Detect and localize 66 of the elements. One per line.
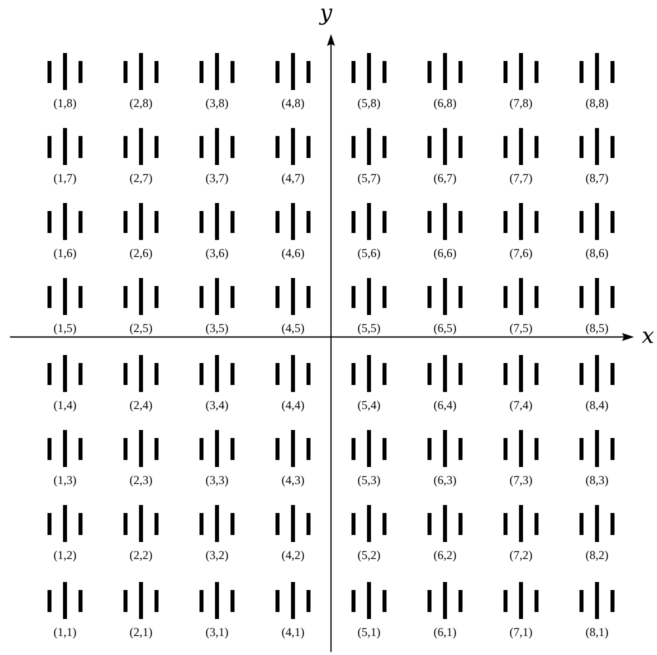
coordinate-label: (4,1): [282, 626, 304, 638]
coordinate-label: (4,7): [282, 172, 304, 184]
coordinate-label: (3,4): [206, 399, 228, 411]
coordinate-label: (8,1): [586, 626, 608, 638]
coordinate-label: (3,6): [206, 247, 228, 259]
coordinate-label: (6,6): [434, 247, 456, 259]
coordinate-label: (1,3): [54, 474, 76, 486]
y-axis-label: y: [320, 3, 332, 25]
coordinate-label: (3,8): [206, 97, 228, 109]
coordinate-label: (6,4): [434, 399, 456, 411]
coordinate-label: (2,8): [130, 97, 152, 109]
coordinate-label: (8,8): [586, 97, 608, 109]
coordinate-label: (1,5): [54, 322, 76, 334]
coordinate-label: (2,2): [130, 549, 152, 561]
coordinate-label: (1,8): [54, 97, 76, 109]
coordinate-label: (4,6): [282, 247, 304, 259]
coordinate-label: (6,2): [434, 549, 456, 561]
coordinate-label: (6,8): [434, 97, 456, 109]
coordinate-label: (3,7): [206, 172, 228, 184]
coordinate-label: (4,4): [282, 399, 304, 411]
coordinate-label: (2,7): [130, 172, 152, 184]
coordinate-label: (1,7): [54, 172, 76, 184]
coordinate-label: (4,3): [282, 474, 304, 486]
coordinate-label: (3,5): [206, 322, 228, 334]
coordinate-label: (8,3): [586, 474, 608, 486]
coordinate-label: (2,4): [130, 399, 152, 411]
coordinate-label: (7,2): [510, 549, 532, 561]
coordinate-label: (7,1): [510, 626, 532, 638]
coordinate-label: (6,5): [434, 322, 456, 334]
coordinate-label: (5,5): [358, 322, 380, 334]
coordinate-label: (8,4): [586, 399, 608, 411]
coordinate-label: (3,2): [206, 549, 228, 561]
coordinate-label: (1,6): [54, 247, 76, 259]
coordinate-label: (5,8): [358, 97, 380, 109]
x-axis-label: x: [642, 326, 654, 348]
coordinate-label: (3,1): [206, 626, 228, 638]
coordinate-label: (5,7): [358, 172, 380, 184]
coordinate-label: (1,1): [54, 626, 76, 638]
coordinate-label: (5,6): [358, 247, 380, 259]
coordinate-label: (1,2): [54, 549, 76, 561]
coordinate-label: (5,2): [358, 549, 380, 561]
coordinate-label: (4,8): [282, 97, 304, 109]
coordinate-label: (5,1): [358, 626, 380, 638]
coordinate-label: (7,7): [510, 172, 532, 184]
coordinate-label: (5,3): [358, 474, 380, 486]
coordinate-label: (8,6): [586, 247, 608, 259]
coordinate-label: (7,4): [510, 399, 532, 411]
coordinate-label: (1,4): [54, 399, 76, 411]
coordinate-label: (3,3): [206, 474, 228, 486]
coordinate-label: (4,2): [282, 549, 304, 561]
coordinate-label: (8,5): [586, 322, 608, 334]
coordinate-label: (7,8): [510, 97, 532, 109]
coordinate-label: (6,7): [434, 172, 456, 184]
coordinate-label: (7,6): [510, 247, 532, 259]
coordinate-label: (2,3): [130, 474, 152, 486]
coordinate-label: (6,1): [434, 626, 456, 638]
coordinate-label: (5,4): [358, 399, 380, 411]
coordinate-label: (8,2): [586, 549, 608, 561]
coordinate-label: (2,6): [130, 247, 152, 259]
coordinate-label: (7,5): [510, 322, 532, 334]
coordinate-label: (8,7): [586, 172, 608, 184]
coordinate-label: (2,5): [130, 322, 152, 334]
coordinate-label: (2,1): [130, 626, 152, 638]
coordinate-label: (6,3): [434, 474, 456, 486]
coordinate-label: (4,5): [282, 322, 304, 334]
coordinate-label: (7,3): [510, 474, 532, 486]
